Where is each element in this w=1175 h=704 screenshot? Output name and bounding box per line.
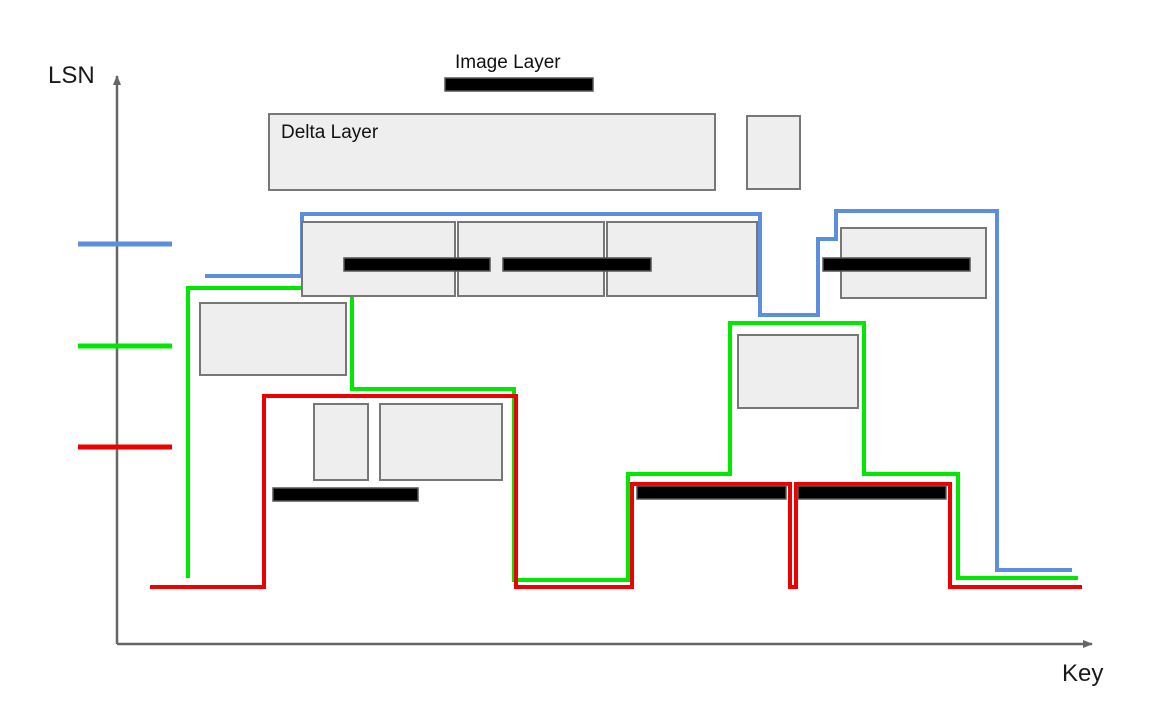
x-axis-label: Key (1062, 660, 1104, 687)
red-layer-bar-1[interactable] (272, 487, 419, 502)
axes-group (113, 75, 1093, 648)
image-layer-bar[interactable] (444, 77, 594, 92)
delta-layer-label: Delta Layer (281, 122, 379, 143)
red-layer-box-2[interactable] (379, 403, 503, 481)
blue-layer-bar-1[interactable] (343, 257, 491, 272)
green-layer-box-left[interactable] (199, 302, 347, 376)
red-layer-bar-3[interactable] (797, 485, 947, 500)
y-axis-label: LSN (48, 62, 95, 89)
image-layer-label: Image Layer (455, 52, 561, 73)
green-layer-box-middle[interactable] (737, 334, 859, 409)
green-boundary-line (186, 286, 1078, 582)
red-boundary-line (150, 394, 1082, 589)
blue-layer-bar-3[interactable] (822, 257, 971, 272)
delta-layer-box-small[interactable] (746, 115, 801, 190)
blue-layer-bar-2[interactable] (502, 257, 652, 272)
red-layer-bar-2[interactable] (636, 485, 787, 500)
lsn-tick-group (78, 241, 172, 450)
red-layer-box-1[interactable] (313, 403, 369, 481)
delta-layer-box[interactable] (268, 113, 716, 191)
